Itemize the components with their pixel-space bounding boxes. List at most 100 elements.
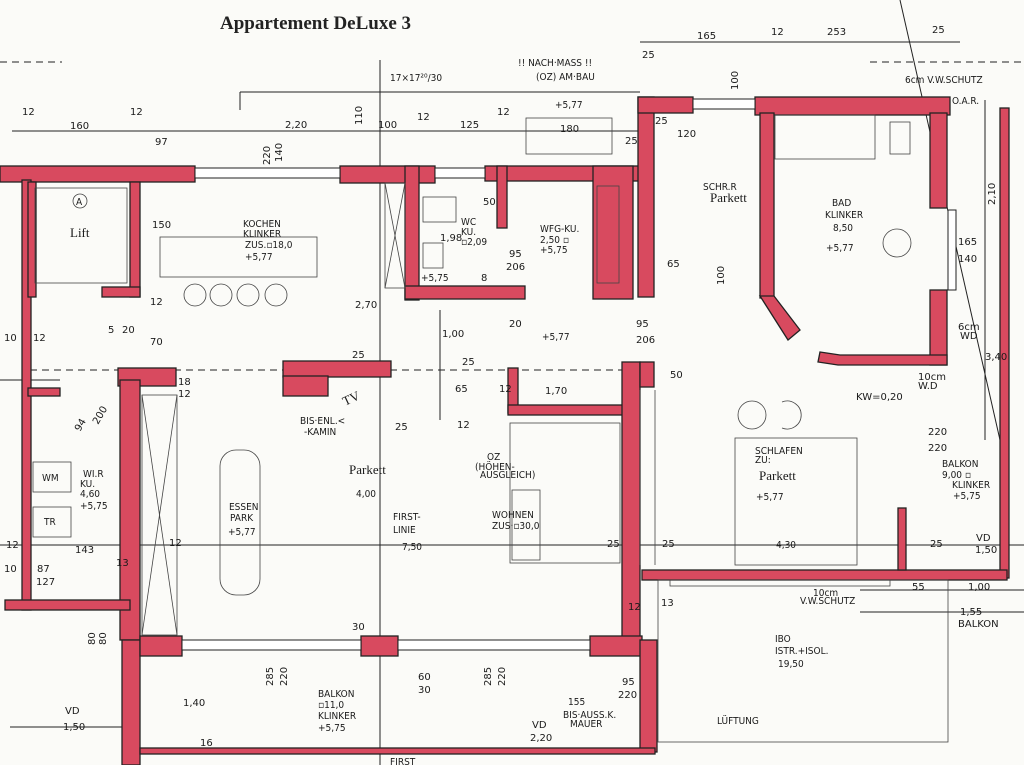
wc-l2: KU. bbox=[461, 227, 476, 238]
bad-l2: KLINKER bbox=[825, 210, 863, 221]
schrank-l1: SCHR.R bbox=[703, 182, 737, 193]
wohnen-l1: WOHNEN bbox=[492, 510, 534, 521]
dim-label: BALKON bbox=[958, 619, 999, 630]
wirtschaft-l2: KU. bbox=[80, 479, 95, 490]
mauer-l3: MAUER bbox=[570, 719, 602, 730]
room-labels: A Lift KOCHEN KLINKER ZUS.▫18,0 +5,77 WC… bbox=[42, 182, 990, 734]
wirtschaft-l3: 4,60 bbox=[80, 489, 100, 500]
dim-label: 1,98 bbox=[440, 233, 462, 244]
ibo-l3: 19,50 bbox=[778, 659, 804, 670]
schlafen-l1: SCHLAFEN bbox=[755, 446, 803, 457]
lift-marker: A bbox=[76, 197, 83, 208]
wohnen-floor-l2: 4,00 bbox=[356, 489, 376, 500]
dim-label: 12 bbox=[22, 107, 35, 118]
dim-label: 70 bbox=[150, 337, 163, 348]
mauer-l2: BIS·AUSS.K. bbox=[563, 710, 616, 721]
dim-label: 87 bbox=[37, 564, 50, 575]
dim-label: 1,70 bbox=[545, 386, 567, 397]
dim-label: 100 bbox=[378, 120, 397, 131]
essen-l1: ESSEN bbox=[229, 502, 259, 513]
dim-label: 65 bbox=[455, 384, 468, 395]
wohnen-floor-l1: Parkett bbox=[349, 462, 386, 477]
ibo-l2: ISTR.+ISOL. bbox=[775, 646, 828, 657]
kamin-l1: BIS·ENL.< bbox=[300, 416, 345, 427]
dim-label: 95 bbox=[622, 677, 635, 688]
dim-label: 1,55 bbox=[960, 607, 982, 618]
dim-label: 2,20 bbox=[285, 120, 307, 131]
balkon-bottom-l1: BALKON bbox=[318, 689, 355, 700]
dim-label: 220 bbox=[262, 146, 273, 165]
dim-label: 206 bbox=[636, 335, 655, 346]
wc-l1: WC bbox=[461, 217, 476, 228]
tv-label: TV bbox=[340, 388, 363, 409]
dim-label: 5 bbox=[108, 325, 114, 336]
dim-label: 200 bbox=[91, 404, 110, 426]
dim-label: 25 bbox=[642, 50, 655, 61]
kochen-l1: KOCHEN bbox=[243, 219, 281, 230]
dim-label: 100 bbox=[730, 71, 741, 90]
schlafen-l4: +5,77 bbox=[756, 492, 784, 503]
bad-l4: +5,77 bbox=[826, 243, 854, 254]
mauer-l1: 155 bbox=[568, 697, 585, 708]
plan-title: Appartement DeLuxe 3 bbox=[220, 13, 411, 34]
balkon-right-l3: KLINKER bbox=[952, 480, 990, 491]
schrank-l2: Parkett bbox=[710, 190, 747, 205]
oz-l3: AUSGLEICH) bbox=[480, 470, 535, 481]
dim-label: 65 bbox=[667, 259, 680, 270]
dim-label: 12 bbox=[150, 297, 163, 308]
notes: !! NACH·MASS !! (OZ) AM·BAU 17×17²⁰/30 6… bbox=[390, 58, 983, 765]
firstlinie-l3: 7,50 bbox=[402, 542, 422, 553]
dim-label: 140 bbox=[274, 143, 285, 162]
dim-label: 10 bbox=[4, 564, 17, 575]
dim-label: 12 bbox=[130, 107, 143, 118]
dim-label: 143 bbox=[75, 545, 94, 556]
dim-label: 12 bbox=[499, 384, 512, 395]
dim-label: 20 bbox=[509, 319, 522, 330]
dim-label: 16 bbox=[200, 738, 213, 749]
dim-label: WD bbox=[960, 331, 978, 342]
dim-label: 140 bbox=[958, 254, 977, 265]
note-am-bau: (OZ) AM·BAU bbox=[536, 72, 595, 83]
dim-label: 2,20 bbox=[530, 733, 552, 744]
lueftung-label: LÜFTUNG bbox=[717, 714, 759, 727]
washer-label: WM bbox=[42, 473, 59, 484]
dim-label: 12 bbox=[457, 420, 470, 431]
essen-l3: +5,77 bbox=[228, 527, 256, 538]
dim-label: 150 bbox=[152, 220, 171, 231]
ibo-n2: V.W.SCHUTZ bbox=[800, 596, 855, 607]
dim-label: 180 bbox=[560, 124, 579, 135]
dim-label: 20 bbox=[122, 325, 135, 336]
dim-label: 12 bbox=[771, 27, 784, 38]
note-stair: 17×17²⁰/30 bbox=[390, 73, 442, 84]
balkon-right-l4: +5,75 bbox=[953, 491, 981, 502]
ibo-n1: 10cm bbox=[813, 588, 838, 599]
flur-level: +5,77 bbox=[542, 332, 570, 343]
note-vw-schutz: 6cm V.W.SCHUTZ bbox=[905, 75, 983, 86]
schlafen-l2: ZU: bbox=[755, 455, 771, 466]
dim-label: 25 bbox=[655, 116, 668, 127]
dim-label: 2,70 bbox=[355, 300, 377, 311]
balkon-right-l2: 9,00 ▫ bbox=[942, 470, 971, 481]
dim-label: 220 bbox=[497, 667, 508, 686]
dim-label: VD bbox=[976, 533, 991, 544]
fixtures bbox=[32, 98, 957, 743]
dim-label: 1,40 bbox=[183, 698, 205, 709]
firstlinie-l2: LINIE bbox=[393, 525, 416, 536]
essen-l2: PARK bbox=[230, 513, 254, 524]
dim-label: 165 bbox=[697, 31, 716, 42]
dim-label: 3,40 bbox=[985, 352, 1007, 363]
dim-label: W.D bbox=[918, 381, 938, 392]
wc-l3: ▫2,09 bbox=[461, 237, 487, 248]
dim-label: 12 bbox=[417, 112, 430, 123]
dim-label: 206 bbox=[506, 262, 525, 273]
dim-label: 1,50 bbox=[975, 545, 997, 556]
dim-label: 220 bbox=[928, 443, 947, 454]
dim-label: 13 bbox=[661, 598, 674, 609]
dim-label: 30 bbox=[352, 622, 365, 633]
dim-label: VD bbox=[65, 706, 80, 717]
dim-label: 165 bbox=[958, 237, 977, 248]
kochen-l3: ZUS.▫18,0 bbox=[245, 240, 293, 251]
dim-label: 8 bbox=[481, 273, 487, 284]
